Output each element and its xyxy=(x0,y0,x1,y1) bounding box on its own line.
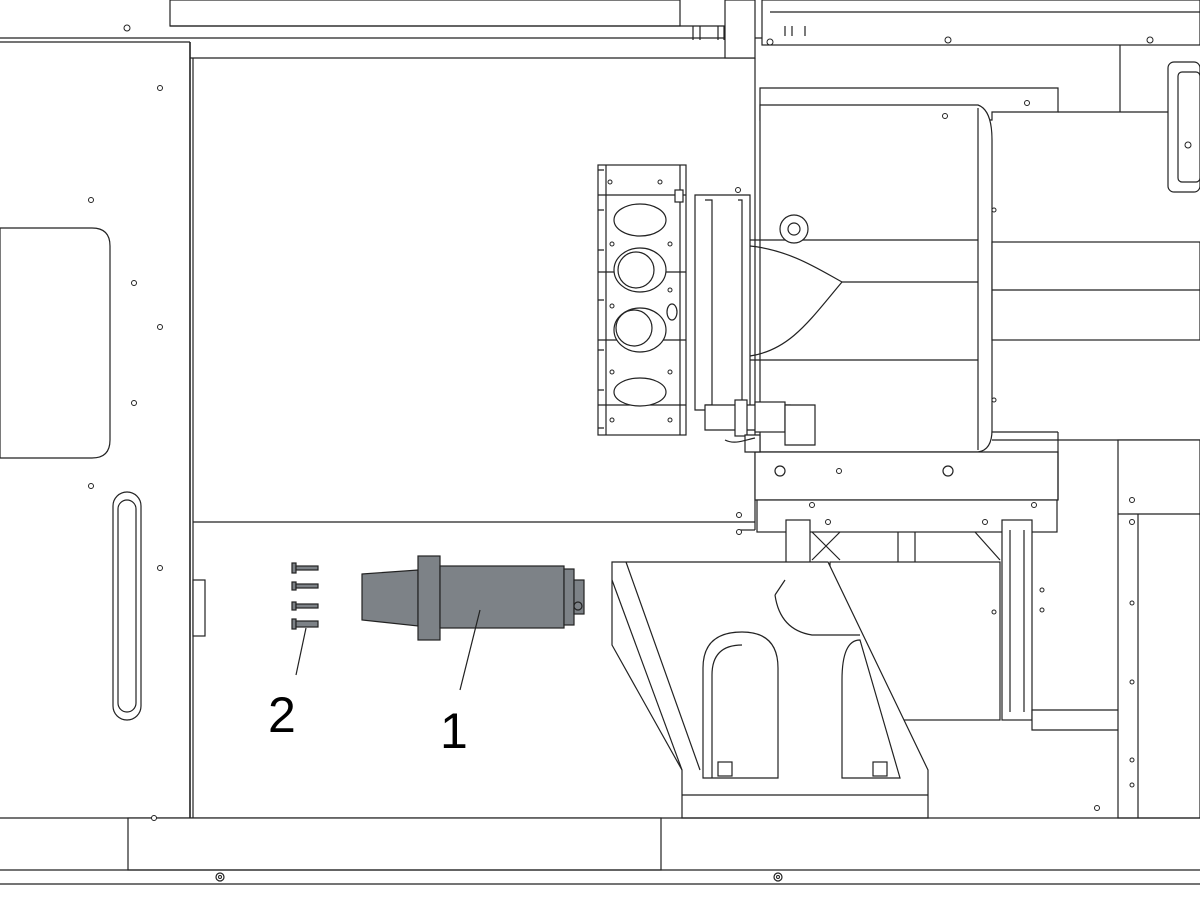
table-casting xyxy=(611,561,929,819)
top-frame xyxy=(0,0,1200,59)
callout-leader-2 xyxy=(295,627,307,676)
callout-1: 1 xyxy=(440,703,468,759)
retention-screws xyxy=(291,562,319,676)
spindle-head xyxy=(749,45,1200,501)
callout-2: 2 xyxy=(268,687,296,743)
tool-carousel xyxy=(597,164,687,436)
tool-holder xyxy=(361,555,585,691)
spindle-nose xyxy=(694,194,816,453)
callout-leader-1 xyxy=(459,609,481,691)
left-door-panel xyxy=(0,42,206,818)
bottom-rails xyxy=(0,815,1200,885)
